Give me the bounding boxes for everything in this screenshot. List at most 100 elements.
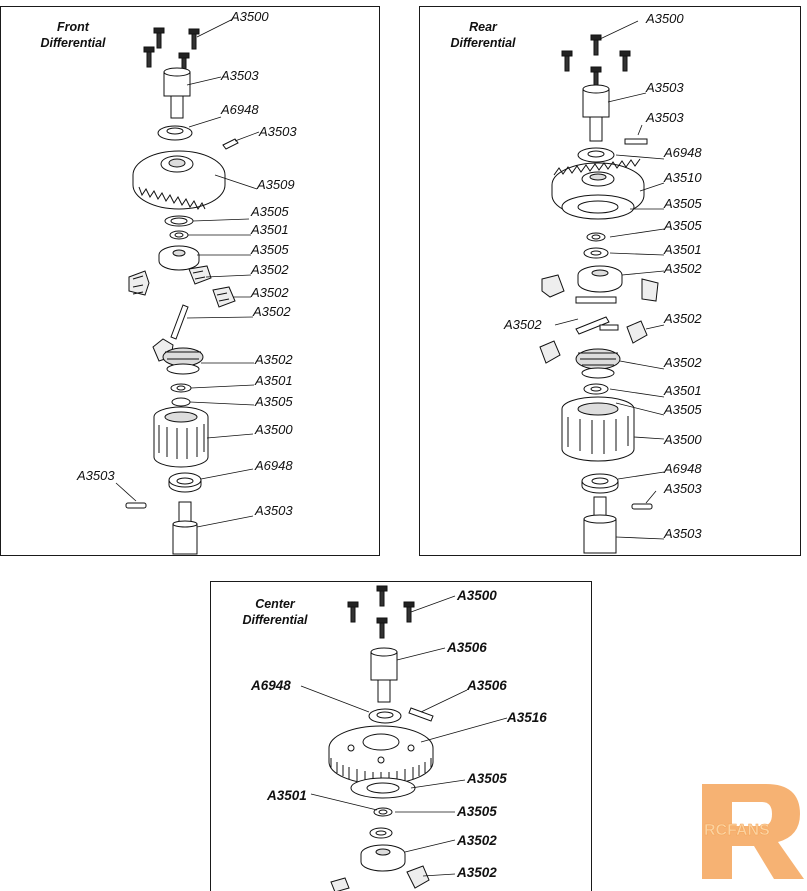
- rear-exploded-view: [539, 20, 665, 554]
- spur-gear-icon: [328, 725, 434, 785]
- pin-icon: [575, 316, 610, 335]
- bearing-icon: [168, 472, 202, 493]
- spider-gear-icon: [406, 865, 430, 889]
- part-label: A3503: [664, 526, 702, 541]
- part-label: A6948: [664, 145, 702, 160]
- part-label: A3502: [504, 317, 542, 332]
- front-panel-title: Front Differential: [23, 19, 123, 51]
- part-label: A3505: [467, 771, 507, 786]
- screw-icon: [403, 601, 415, 623]
- shim-icon: [561, 194, 635, 220]
- part-label: A6948: [221, 102, 259, 117]
- washer-icon: [373, 807, 393, 817]
- part-label: A3502: [251, 262, 289, 277]
- part-label: A3503: [646, 80, 684, 95]
- pin-icon: [408, 707, 434, 722]
- screw-icon: [590, 34, 602, 56]
- washer-icon: [583, 247, 609, 259]
- washer-icon: [170, 383, 192, 393]
- bearing-icon: [581, 473, 619, 494]
- part-label: A3501: [664, 383, 702, 398]
- part-label: A3505: [457, 804, 497, 819]
- pin-icon: [170, 304, 189, 340]
- part-label: A3502: [253, 304, 291, 319]
- bearing-icon: [368, 708, 402, 724]
- spider-gear-icon: [188, 265, 212, 285]
- spider-gear-icon: [626, 320, 648, 344]
- outdrive-icon: [163, 67, 191, 119]
- screw-icon: [376, 617, 388, 639]
- bearing-icon: [577, 147, 615, 163]
- spider-gear-icon: [330, 877, 350, 891]
- pin-icon: [222, 138, 239, 150]
- center-title-line2: Differential: [242, 613, 308, 627]
- shim-icon: [164, 215, 194, 227]
- pin-icon: [599, 324, 619, 331]
- center-exploded-view: [300, 585, 508, 891]
- front-differential-panel: Front Differential: [0, 6, 380, 556]
- part-label: A6948: [255, 458, 293, 473]
- rcfans-watermark-logo: RCFANS: [702, 784, 804, 879]
- front-title-line2: Differential: [40, 36, 106, 50]
- shim-icon: [350, 777, 416, 799]
- part-label: A3505: [664, 218, 702, 233]
- part-label: A3503: [221, 68, 259, 83]
- part-label: A6948: [251, 678, 291, 693]
- part-label: A3501: [664, 242, 702, 257]
- screw-icon: [376, 585, 388, 607]
- part-label: A3502: [664, 261, 702, 276]
- part-label: A3505: [255, 394, 293, 409]
- front-title-line1: Front: [57, 20, 89, 34]
- center-differential-panel: Center Differential: [210, 581, 592, 891]
- part-label: A3500: [231, 9, 269, 24]
- front-exploded-view: [115, 18, 260, 555]
- part-label: A3502: [457, 833, 497, 848]
- center-panel-title: Center Differential: [225, 596, 325, 628]
- outdrive-icon: [370, 647, 398, 703]
- watermark-text: RCFANS: [704, 822, 770, 839]
- part-label: A3503: [646, 110, 684, 125]
- part-label: A3502: [664, 355, 702, 370]
- part-label: A3509: [257, 177, 295, 192]
- r-letter-icon: [702, 784, 804, 879]
- part-label: A3502: [255, 352, 293, 367]
- part-label: A3505: [251, 204, 289, 219]
- washer-icon: [169, 230, 189, 240]
- part-label: A3503: [259, 124, 297, 139]
- part-label: A3505: [664, 402, 702, 417]
- side-gear-icon: [360, 844, 406, 872]
- rear-differential-panel: Rear Differential: [419, 6, 801, 556]
- side-gear-icon: [575, 348, 621, 379]
- spider-gear-icon: [541, 274, 565, 298]
- outdrive-icon: [583, 496, 617, 554]
- part-label: A3505: [664, 196, 702, 211]
- part-label: A3501: [251, 222, 289, 237]
- part-label: A3510: [664, 170, 702, 185]
- bearing-icon: [157, 125, 193, 141]
- rear-title-line1: Rear: [469, 20, 497, 34]
- rear-title-line2: Differential: [450, 36, 516, 50]
- pin-icon: [624, 138, 648, 145]
- screw-icon: [143, 46, 155, 68]
- part-label: A3501: [267, 788, 307, 803]
- part-label: A3503: [255, 503, 293, 518]
- part-label: A3506: [467, 678, 507, 693]
- part-label: A3500: [646, 11, 684, 26]
- side-gear-icon: [577, 265, 623, 293]
- screw-icon: [153, 27, 165, 49]
- part-label: A3500: [457, 588, 497, 603]
- part-label: A3516: [507, 710, 547, 725]
- part-label: A3506: [447, 640, 487, 655]
- part-label: A3502: [664, 311, 702, 326]
- spider-gear-icon: [128, 270, 150, 296]
- screw-icon: [347, 601, 359, 623]
- part-label: A3503: [664, 481, 702, 496]
- washer-icon: [586, 232, 606, 242]
- side-gear-icon: [162, 347, 204, 375]
- part-label: A6948: [664, 461, 702, 476]
- washer-icon: [369, 827, 393, 839]
- part-label: A3502: [457, 865, 497, 880]
- center-title-line1: Center: [255, 597, 295, 611]
- spider-gear-icon: [212, 286, 236, 308]
- diff-case-icon: [153, 406, 209, 468]
